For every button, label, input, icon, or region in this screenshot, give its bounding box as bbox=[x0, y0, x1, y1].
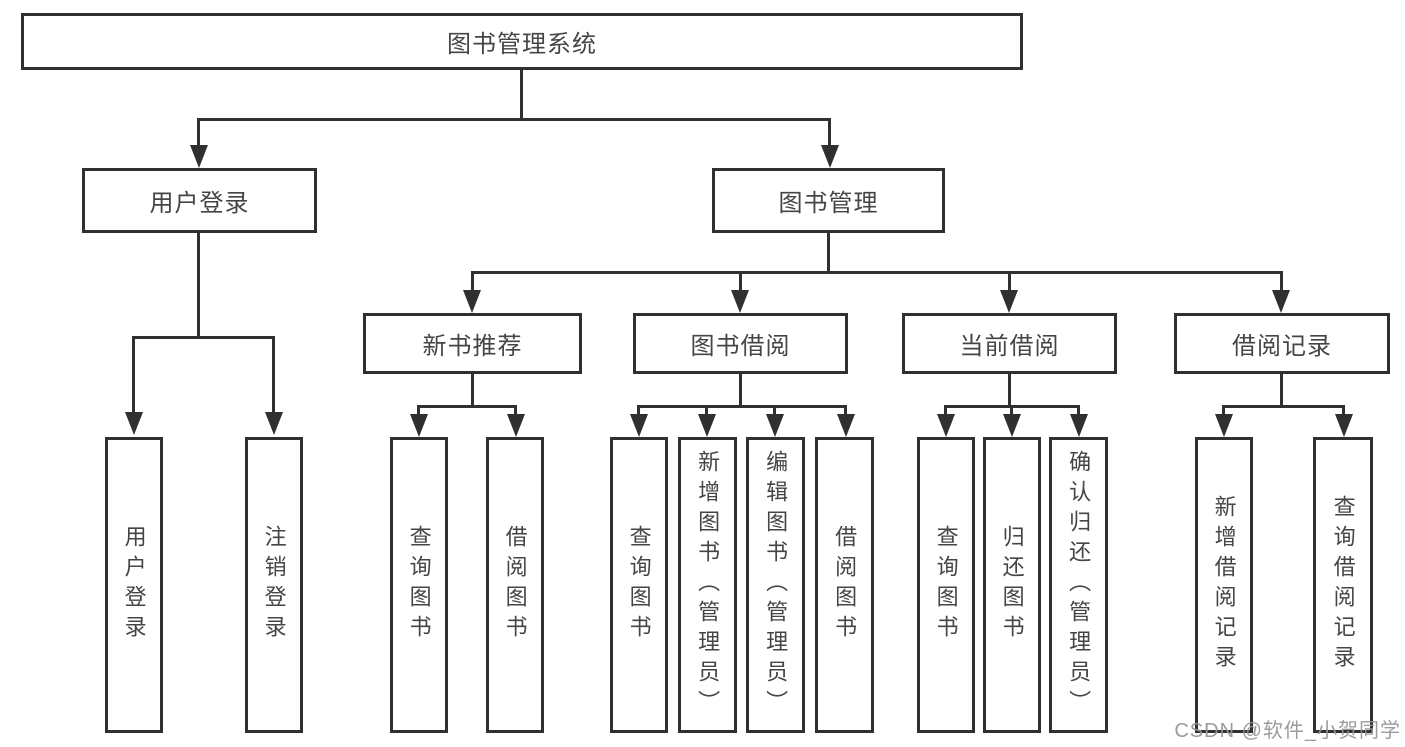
leaf-label: 新增借阅记录 bbox=[1211, 495, 1237, 675]
connector-line bbox=[773, 405, 776, 418]
arrow-down-icon bbox=[1000, 290, 1018, 313]
node-leaf-borrow-books: 借阅图书 bbox=[486, 437, 544, 733]
connector-line bbox=[637, 405, 847, 408]
arrow-down-icon bbox=[463, 290, 481, 313]
node-leaf-confirm-return-admin: 确认归还（管理员） bbox=[1049, 437, 1108, 733]
connector-line bbox=[1008, 374, 1011, 408]
connector-line bbox=[417, 405, 420, 418]
connector-line bbox=[272, 336, 275, 412]
connector-line bbox=[844, 405, 847, 418]
node-user-login: 用户登录 bbox=[82, 168, 317, 233]
arrow-down-icon bbox=[1335, 414, 1353, 437]
node-new-book-recommend: 新书推荐 bbox=[363, 313, 582, 374]
node-leaf-return-books: 归还图书 bbox=[983, 437, 1041, 733]
connector-line bbox=[637, 405, 640, 418]
connector-line bbox=[197, 118, 200, 148]
node-leaf-borrow-books-2: 借阅图书 bbox=[815, 437, 874, 733]
arrow-down-icon bbox=[766, 414, 784, 437]
connector-line bbox=[827, 233, 830, 274]
connector-line bbox=[471, 374, 474, 408]
arrow-down-icon bbox=[1272, 290, 1290, 313]
arrow-down-icon bbox=[698, 414, 716, 437]
leaf-label: 查询图书 bbox=[406, 525, 432, 645]
arrow-down-icon bbox=[837, 414, 855, 437]
connector-line bbox=[132, 336, 135, 412]
arrow-down-icon bbox=[937, 414, 955, 437]
node-borrowing-records: 借阅记录 bbox=[1174, 313, 1390, 374]
node-leaf-add-borrow-record: 新增借阅记录 bbox=[1195, 437, 1253, 733]
leaf-label: 借阅图书 bbox=[832, 525, 858, 645]
node-leaf-logout: 注销登录 bbox=[245, 437, 303, 733]
connector-line bbox=[1342, 405, 1345, 418]
leaf-label: 确认归还（管理员） bbox=[1066, 450, 1092, 720]
arrow-down-icon bbox=[630, 414, 648, 437]
node-leaf-query-books: 查询图书 bbox=[390, 437, 448, 733]
node-current-borrowing: 当前借阅 bbox=[902, 313, 1117, 374]
node-leaf-query-books-2: 查询图书 bbox=[610, 437, 668, 733]
node-leaf-add-books-admin: 新增图书（管理员） bbox=[678, 437, 737, 733]
connector-line bbox=[739, 374, 742, 408]
connector-line bbox=[1008, 271, 1011, 293]
connector-line bbox=[739, 271, 742, 293]
leaf-label: 借阅图书 bbox=[502, 525, 528, 645]
connector-line bbox=[1010, 405, 1013, 418]
arrow-down-icon bbox=[190, 145, 208, 168]
node-leaf-query-borrow-record: 查询借阅记录 bbox=[1313, 437, 1373, 733]
leaf-label: 注销登录 bbox=[261, 525, 287, 645]
connector-line bbox=[1222, 405, 1225, 418]
connector-line bbox=[944, 405, 947, 418]
connector-line bbox=[1077, 405, 1080, 418]
connector-line bbox=[132, 336, 275, 339]
leaf-label: 查询借阅记录 bbox=[1330, 495, 1356, 675]
watermark: CSDN @软件_小贺同学 bbox=[1174, 720, 1401, 742]
node-leaf-edit-books-admin: 编辑图书（管理员） bbox=[746, 437, 805, 733]
connector-line bbox=[705, 405, 708, 418]
arrow-down-icon bbox=[1215, 414, 1233, 437]
connector-line bbox=[1280, 271, 1283, 293]
arrow-down-icon bbox=[731, 290, 749, 313]
arrow-down-icon bbox=[410, 414, 428, 437]
connector-line bbox=[514, 405, 517, 418]
arrow-down-icon bbox=[1070, 414, 1088, 437]
connector-line bbox=[471, 271, 1283, 274]
leaf-label: 编辑图书（管理员） bbox=[763, 450, 789, 720]
leaf-label: 新增图书（管理员） bbox=[695, 450, 721, 720]
arrow-down-icon bbox=[821, 145, 839, 168]
leaf-label: 查询图书 bbox=[626, 525, 652, 645]
node-book-management: 图书管理 bbox=[712, 168, 945, 233]
node-leaf-query-books-3: 查询图书 bbox=[917, 437, 975, 733]
connector-line bbox=[197, 233, 200, 338]
node-book-borrowing: 图书借阅 bbox=[633, 313, 848, 374]
connector-line bbox=[417, 405, 517, 408]
arrow-down-icon bbox=[125, 412, 143, 435]
connector-line bbox=[520, 70, 523, 120]
connector-line bbox=[828, 118, 831, 148]
leaf-label: 查询图书 bbox=[933, 525, 959, 645]
node-root-library-system: 图书管理系统 bbox=[21, 13, 1023, 70]
connector-line bbox=[197, 118, 831, 121]
leaf-label: 用户登录 bbox=[121, 525, 147, 645]
connector-line bbox=[1280, 374, 1283, 408]
connector-line bbox=[1222, 405, 1345, 408]
arrow-down-icon bbox=[507, 414, 525, 437]
arrow-down-icon bbox=[1003, 414, 1021, 437]
arrow-down-icon bbox=[265, 412, 283, 435]
node-leaf-user-login: 用户登录 bbox=[105, 437, 163, 733]
leaf-label: 归还图书 bbox=[999, 525, 1025, 645]
connector-line bbox=[471, 271, 474, 293]
